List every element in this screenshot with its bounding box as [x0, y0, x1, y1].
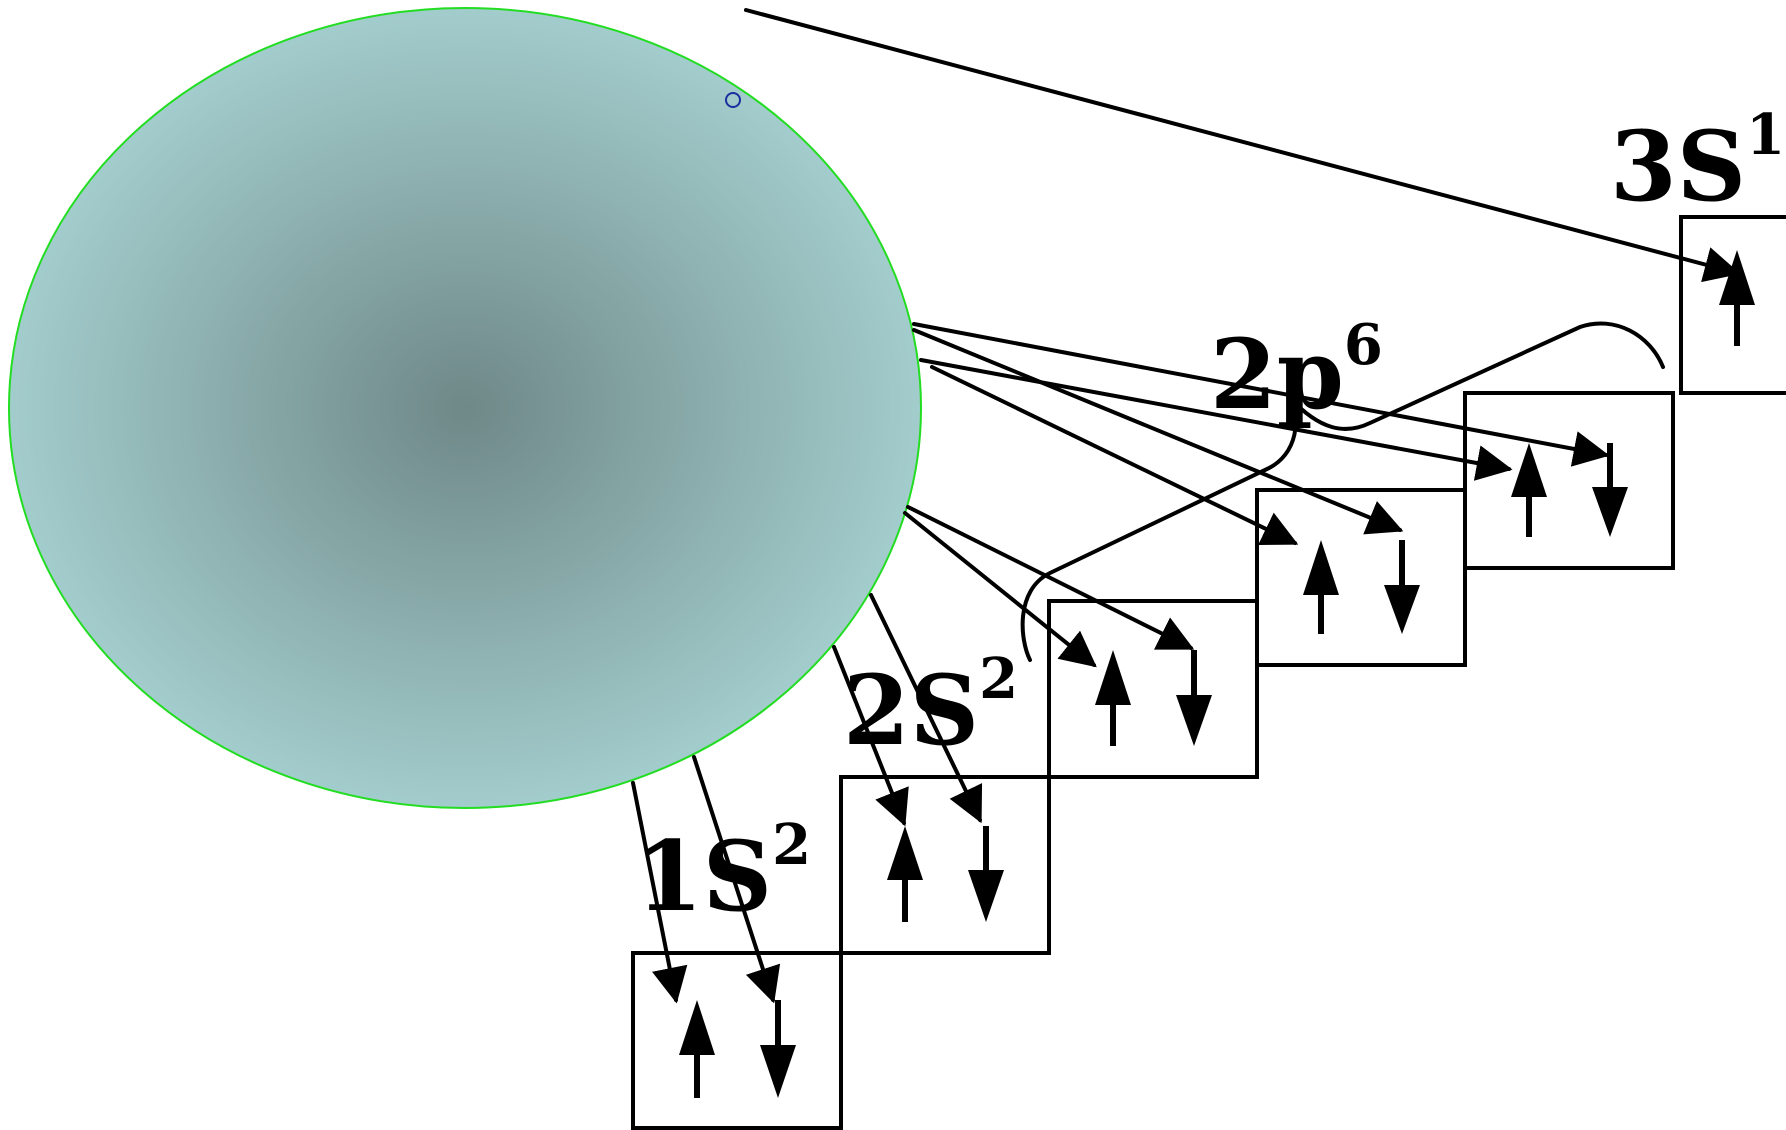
connector-2p-a-up	[903, 511, 1097, 668]
connector-2s-down	[869, 593, 983, 824]
spin-down-icon	[968, 826, 1004, 922]
spin-up-icon	[1095, 650, 1131, 746]
spin-down-icon	[1176, 650, 1212, 746]
connector-3s	[744, 8, 1741, 283]
connector-1s-up	[631, 781, 688, 1004]
orbital-boxes	[631, 215, 1786, 1130]
connector-2p-b-up	[930, 365, 1299, 546]
spin-down-icon	[1592, 443, 1628, 537]
connector-lines	[631, 8, 1741, 1004]
orbital-box-3s	[1679, 215, 1786, 395]
connector-2p-b-down	[912, 328, 1404, 535]
label-3s: 3S1	[1610, 102, 1785, 223]
spin-up-icon	[1511, 443, 1547, 537]
spin-up-icon	[887, 826, 923, 922]
connector-1s-down	[692, 755, 781, 1004]
nucleus-ellipse	[8, 7, 922, 809]
connector-2p-c-up	[919, 358, 1513, 481]
connector-2s-up	[832, 645, 909, 827]
spin-up-icon	[679, 1000, 715, 1098]
label-1s: 1S2	[636, 812, 811, 933]
orbital-box-2p-b	[1255, 488, 1467, 667]
orbital-box-1s	[631, 951, 843, 1130]
orbital-box-2p-c	[1463, 391, 1675, 570]
orbital-box-2p-a	[1047, 599, 1259, 779]
spin-down-icon	[1384, 540, 1420, 634]
spin-up-icon	[1303, 540, 1339, 634]
orbital-path-curve	[1020, 321, 1665, 662]
connector-2p-c-down	[912, 322, 1610, 467]
orbital-box-2s	[839, 775, 1051, 955]
spin-arrows	[679, 250, 1755, 1098]
nucleus-marker-point	[725, 92, 741, 108]
spin-down-icon	[760, 1000, 796, 1098]
label-2s: 2S2	[843, 646, 1018, 767]
connector-2p-a-down	[906, 505, 1195, 650]
spin-up-icon	[1719, 250, 1755, 346]
label-2p: 2p6	[1210, 312, 1383, 431]
